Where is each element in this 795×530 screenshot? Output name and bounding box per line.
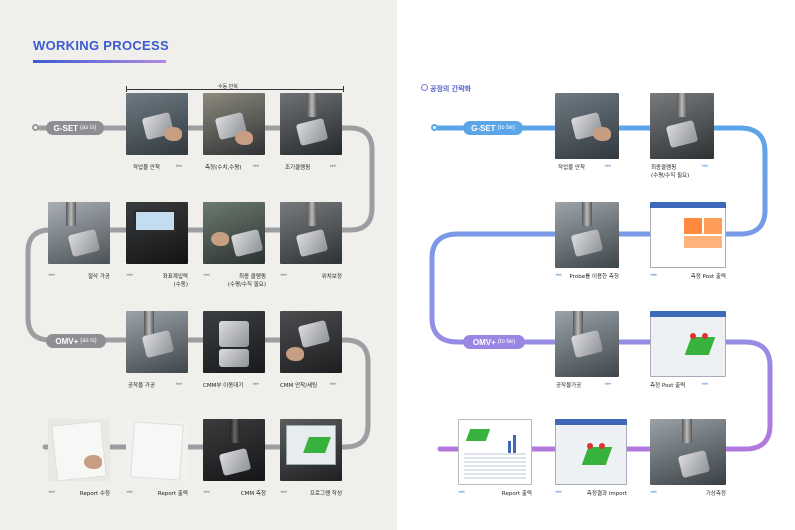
arrow-right: ▸▸▸ <box>330 381 337 387</box>
subtitle-icon <box>421 84 428 91</box>
title-underline <box>33 60 166 63</box>
arrow-right: ▸▸▸ <box>253 381 260 387</box>
caption: 절삭 가공 <box>88 274 110 280</box>
photo-workpiece-loading <box>126 93 188 155</box>
arrow-right: ▸▸▸ <box>702 163 709 169</box>
caption: Probe를 이용한 측정 <box>569 274 619 280</box>
pill-tag: (as is) <box>80 125 97 131</box>
arrow-left: ◂◂◂ <box>126 489 133 495</box>
pill-label: G-SET <box>53 123 79 133</box>
photo-post-output-screen <box>650 202 726 268</box>
arrow-left: ◂◂◂ <box>280 489 287 495</box>
photo-report-print <box>126 419 188 481</box>
caption: 최종 클램핑 (수평/수직 필요) <box>227 274 266 288</box>
caption: CMM 측정 <box>240 491 266 497</box>
arrow-right: ▸▸▸ <box>330 163 337 169</box>
pill-omv-asis: OMV+(as is) <box>46 334 106 348</box>
arrow-left: ◂◂◂ <box>203 272 210 278</box>
repeat-bracket <box>126 89 344 90</box>
arrow-left: ◂◂◂ <box>458 489 465 495</box>
caption: 좌표계입력 (수동) <box>162 274 188 288</box>
photo-post-output-3d <box>650 311 726 377</box>
arrow-right: ▸▸▸ <box>176 381 183 387</box>
caption: 측정결과 import <box>586 491 627 497</box>
photo-cutting <box>48 202 110 264</box>
flow-start-dot <box>32 124 39 131</box>
arrow-left: ◂◂◂ <box>203 489 210 495</box>
photo-position-correction <box>280 202 342 264</box>
repeat-bracket-left <box>126 86 127 92</box>
pill-tag: (as is) <box>80 338 97 344</box>
pill-gset-tobe: G-SET(to be) <box>463 121 523 135</box>
caption: CMM 안착/세팅 <box>280 383 318 389</box>
caption: 조기클램핑 <box>285 165 311 171</box>
pill-tag: (to be) <box>497 125 515 131</box>
caption: 측정(수치,수평) <box>205 165 242 171</box>
caption: 작업물 안착 <box>133 165 161 171</box>
caption: 프로그램 작성 <box>309 491 342 497</box>
repeat-bracket-right <box>343 86 344 92</box>
photo-report-output <box>458 419 532 485</box>
caption: 최종클램핑 (수평/수직 필요) <box>651 165 690 179</box>
pill-omv-tobe: OMV+(to be) <box>463 335 525 349</box>
pill-label: OMV+ <box>55 336 79 346</box>
arrow-left: ◂◂◂ <box>555 272 562 278</box>
caption: 공작물가공 <box>556 383 582 389</box>
pill-label: G-SET <box>471 123 496 133</box>
arrow-right: ▸▸▸ <box>605 163 612 169</box>
arrow-left: ◂◂◂ <box>48 489 55 495</box>
arrow-left: ◂◂◂ <box>48 272 55 278</box>
photo-coordinate-input <box>126 202 188 264</box>
photo-report-edit <box>48 419 110 481</box>
caption: CMM부 이동대기 <box>203 383 244 389</box>
arrow-left: ◂◂◂ <box>126 272 133 278</box>
pill-label: OMV+ <box>472 337 496 347</box>
pill-tag: (to be) <box>497 339 516 345</box>
caption: 기상측정 <box>705 491 726 497</box>
flow-start-dot <box>431 124 438 131</box>
photo-initial-clamping <box>280 93 342 155</box>
page-title: WORKING PROCESS <box>33 38 169 53</box>
photo-machining <box>555 311 619 377</box>
photo-program-writing <box>280 419 342 481</box>
arrow-right: ▸▸▸ <box>702 381 709 387</box>
photo-final-clamping <box>203 202 265 264</box>
photo-workpiece-loading <box>555 93 619 159</box>
photo-probe-measurement <box>555 202 619 268</box>
repeat-label: 수동 반복 <box>218 84 238 90</box>
arrow-left: ◂◂◂ <box>280 272 287 278</box>
photo-onmachine-measurement <box>650 419 726 485</box>
arrow-left: ◂◂◂ <box>650 489 657 495</box>
pill-gset-asis: G-SET(as is) <box>46 121 104 135</box>
arrow-right: ▸▸▸ <box>253 163 260 169</box>
arrow-left: ◂◂◂ <box>650 272 657 278</box>
caption: 작업물 안착 <box>558 165 586 171</box>
caption: 측정 Post 출력 <box>650 383 686 389</box>
photo-cmm-setup <box>280 311 342 373</box>
caption: 측정 Post 출력 <box>690 274 726 280</box>
section-subtitle: 공정의 간략화 <box>430 85 472 93</box>
photo-machining <box>126 311 188 373</box>
caption: Report 출력 <box>157 491 188 497</box>
photo-result-import <box>555 419 627 485</box>
photo-measurement <box>203 93 265 155</box>
photo-final-clamping <box>650 93 714 159</box>
caption: 위치보정 <box>321 274 342 280</box>
photo-cmm-waiting <box>203 311 265 373</box>
arrow-left: ◂◂◂ <box>555 489 562 495</box>
arrow-right: ▸▸▸ <box>176 163 183 169</box>
caption: Report 수정 <box>79 491 110 497</box>
photo-cmm-measurement <box>203 419 265 481</box>
caption: Report 출력 <box>501 491 532 497</box>
caption: 공작물 가공 <box>128 383 156 389</box>
arrow-right: ▸▸▸ <box>605 381 612 387</box>
